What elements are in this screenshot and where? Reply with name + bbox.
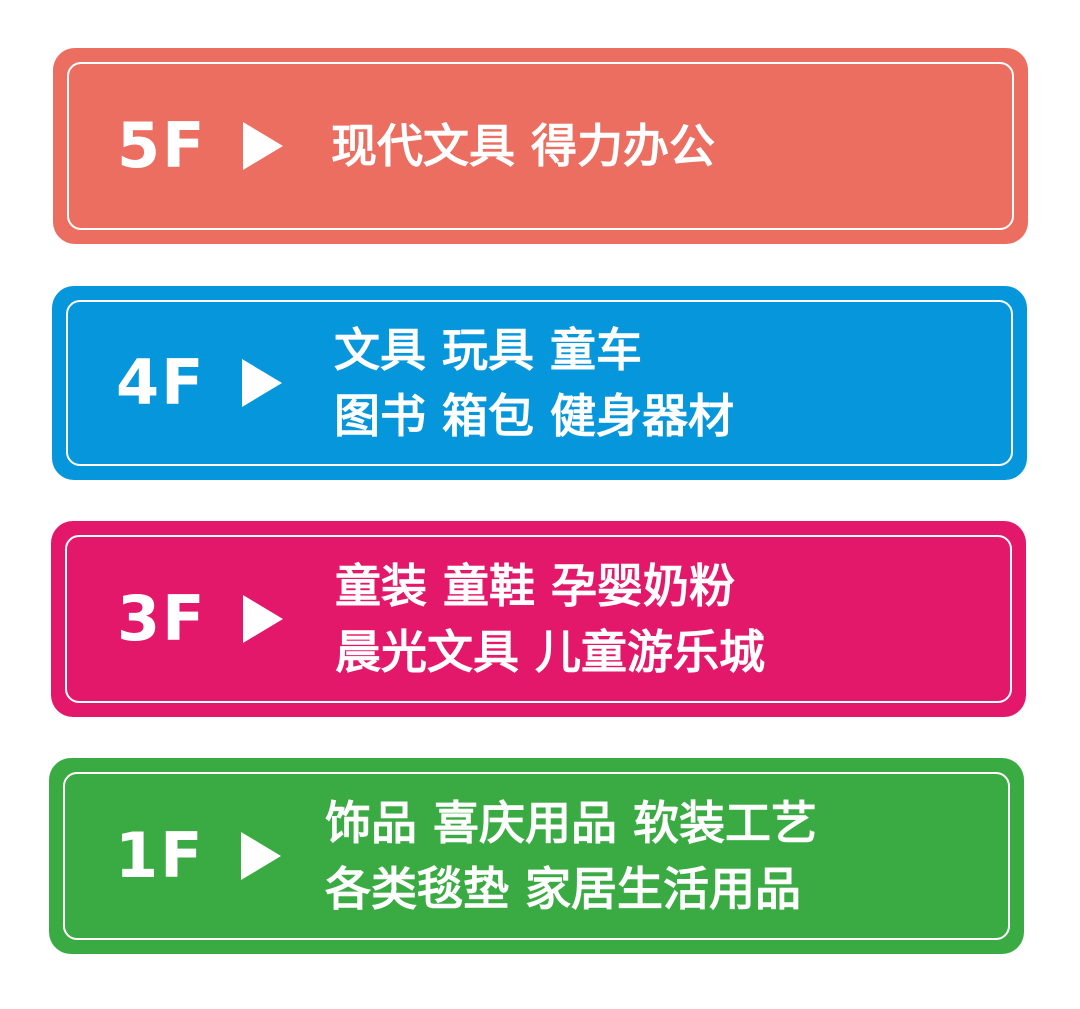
floor-directory: 童装 童鞋 孕婴奶粉 晨光文具 儿童游乐城 [335, 553, 765, 685]
directory-line: 图书 箱包 健身器材 [334, 389, 735, 443]
floor-label: 5F [117, 109, 207, 182]
sign-inner-border: 1F 饰品 喜庆用品 软装工艺 各类毯垫 家居生活用品 [63, 772, 1010, 940]
sign-inner-border: 4F 文具 玩具 童车 图书 箱包 健身器材 [66, 300, 1013, 466]
floor-label: 1F [115, 819, 205, 892]
directory-line: 饰品 喜庆用品 软装工艺 [325, 796, 818, 850]
play-triangle-icon [243, 595, 283, 643]
floor-sign-1f: 1F 饰品 喜庆用品 软装工艺 各类毯垫 家居生活用品 [49, 758, 1024, 954]
directory-line: 文具 玩具 童车 [334, 323, 643, 377]
sign-inner-border: 5F 现代文具 得力办公 [67, 62, 1014, 230]
sign-inner-border: 3F 童装 童鞋 孕婴奶粉 晨光文具 儿童游乐城 [65, 535, 1012, 703]
floor-sign-3f: 3F 童装 童鞋 孕婴奶粉 晨光文具 儿童游乐城 [51, 521, 1026, 717]
floor-sign-4f: 4F 文具 玩具 童车 图书 箱包 健身器材 [52, 286, 1027, 480]
directory-line: 晨光文具 儿童游乐城 [335, 625, 766, 679]
floor-directory: 文具 玩具 童车 图书 箱包 健身器材 [334, 317, 734, 449]
directory-line: 各类毯垫 家居生活用品 [325, 862, 802, 916]
directory-line: 童装 童鞋 孕婴奶粉 [335, 559, 736, 613]
play-triangle-icon [242, 359, 282, 407]
floor-directory: 现代文具 得力办公 [331, 113, 715, 179]
floor-label: 3F [117, 582, 207, 655]
play-triangle-icon [241, 832, 281, 880]
directory-line: 现代文具 得力办公 [331, 119, 716, 173]
floor-sign-5f: 5F 现代文具 得力办公 [53, 48, 1028, 244]
floor-label: 4F [116, 346, 206, 419]
play-triangle-icon [243, 122, 283, 170]
floor-directory: 饰品 喜庆用品 软装工艺 各类毯垫 家居生活用品 [325, 790, 817, 922]
